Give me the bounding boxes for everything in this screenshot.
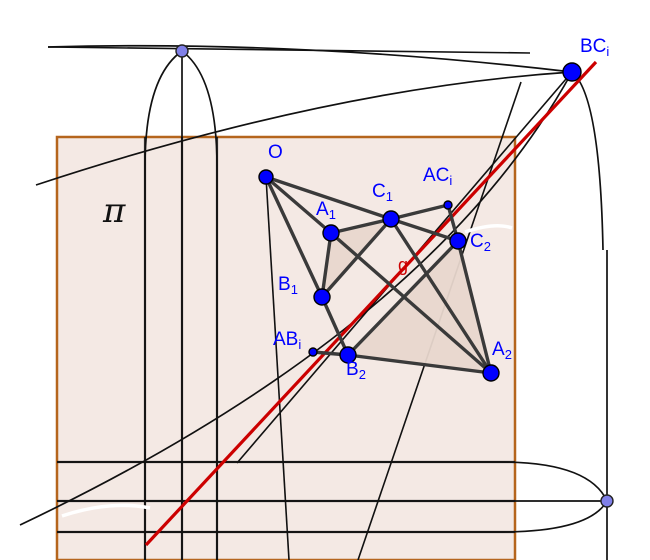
point-BCi[interactable] <box>562 62 582 82</box>
label-O: O <box>268 142 283 163</box>
edge-C1-A2 <box>389 217 493 375</box>
point-B1[interactable] <box>313 288 331 306</box>
edge-C1-C2 <box>389 217 460 243</box>
label-ACi: ACi <box>423 165 453 189</box>
edge-A1-C1 <box>329 217 393 235</box>
point-C1[interactable] <box>382 210 400 228</box>
arc-BCi-to-right-vanish <box>571 71 604 251</box>
label-A2: A2 <box>492 339 512 363</box>
label-ABi: ABi <box>273 329 302 353</box>
label-A1: A1 <box>316 199 336 223</box>
point-ACi[interactable] <box>443 200 453 210</box>
label-B1: B1 <box>278 274 298 298</box>
hidden-curve-segment-lower-left <box>61 503 151 518</box>
edge-B1-C1 <box>320 217 393 299</box>
edge-A2-C2 <box>456 239 493 375</box>
arc-top-to-BCi <box>47 44 573 73</box>
label-C1: C1 <box>372 181 393 205</box>
point-vanish-bottom-right[interactable] <box>600 494 614 508</box>
point-C2[interactable] <box>449 232 467 250</box>
point-A2[interactable] <box>482 364 500 382</box>
edge-A1-B1 <box>320 231 333 299</box>
edge-O-A1 <box>264 175 333 235</box>
point-vanish-top[interactable] <box>175 44 189 58</box>
axis-g-line <box>144 60 598 547</box>
ray-O-extend-ABi <box>265 176 290 560</box>
point-O[interactable] <box>258 169 274 185</box>
point-A1[interactable] <box>322 224 340 242</box>
axis-g-label: g <box>398 255 409 275</box>
point-ABi[interactable] <box>308 347 318 357</box>
arc-left-to-BCi <box>35 71 573 186</box>
hidden-curve-segment-near-C2 <box>464 224 513 234</box>
arc-horizontal-to-right-vanish-0 <box>57 461 608 502</box>
label-B2: B2 <box>346 359 366 383</box>
arc-vertical-to-top-vanish-0 <box>144 50 183 560</box>
arc-horizontal-to-right-vanish-2 <box>57 500 608 533</box>
point-B2[interactable] <box>339 346 357 364</box>
plane-pi-label: π <box>103 191 126 231</box>
edge-A2-B2 <box>346 353 493 375</box>
edge-O-C1 <box>264 175 393 221</box>
line-top-horizontal <box>47 46 531 54</box>
label-BCi: BCi <box>580 36 610 60</box>
edge-O-B1 <box>264 175 324 299</box>
edge-A1-A2 <box>329 231 493 375</box>
edge-B1-B2 <box>320 295 350 357</box>
label-C2: C2 <box>470 231 491 255</box>
edge-C1-ACi <box>389 203 450 221</box>
arc-vertical-to-top-vanish-2 <box>181 50 218 560</box>
